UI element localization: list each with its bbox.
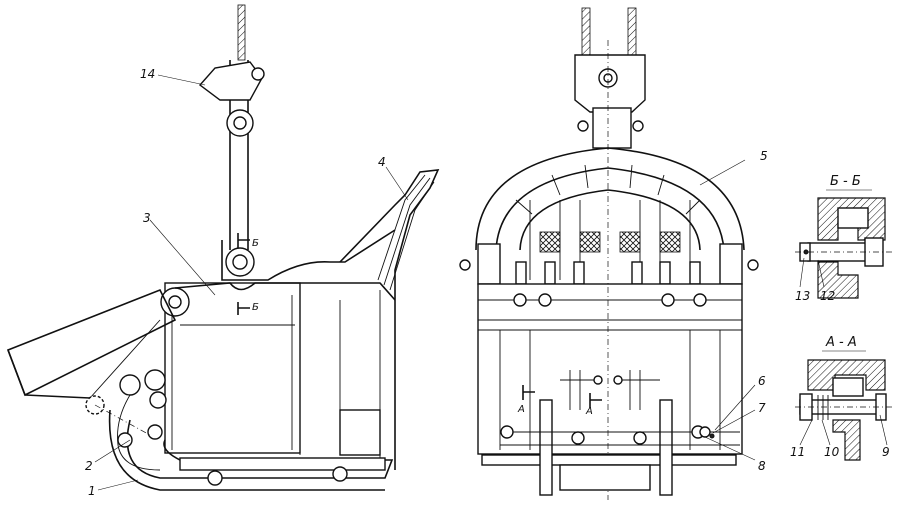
section-mark-b-top: Б <box>252 238 259 249</box>
rope <box>237 4 246 61</box>
bracket-14 <box>198 61 263 101</box>
front-view <box>459 7 759 500</box>
callout-11: 11 <box>790 445 805 459</box>
section-mark-b-bottom: Б <box>252 302 259 313</box>
section-bb <box>795 197 895 299</box>
callout-13: 13 <box>795 289 810 303</box>
spring-leaf-4 <box>339 169 440 470</box>
section-title-aa: А - А <box>825 335 857 350</box>
section-aa <box>795 359 895 461</box>
callout-4: 4 <box>378 155 386 169</box>
callout-12: 12 <box>820 289 835 303</box>
callout-labels: 14 3 4 2 1 5 6 7 8 9 10 11 12 13 <box>85 67 890 498</box>
section-title-bb: Б - Б <box>830 174 861 189</box>
callout-9: 9 <box>882 445 890 459</box>
callout-1: 1 <box>88 484 96 498</box>
callout-10: 10 <box>824 445 840 459</box>
side-view <box>6 4 440 491</box>
section-marks: Б Б А А Б - Б А - А <box>252 174 872 417</box>
callout-14: 14 <box>140 67 155 81</box>
callout-5: 5 <box>760 149 768 163</box>
callout-6: 6 <box>758 374 766 388</box>
callout-2: 2 <box>85 459 93 473</box>
section-mark-a-right: А <box>585 406 593 417</box>
callout-3: 3 <box>143 211 151 225</box>
section-mark-a-left: А <box>517 404 525 415</box>
callout-7: 7 <box>758 401 766 415</box>
arch-5 <box>475 147 745 251</box>
leader-lines <box>94 74 888 491</box>
callout-8: 8 <box>758 459 766 473</box>
